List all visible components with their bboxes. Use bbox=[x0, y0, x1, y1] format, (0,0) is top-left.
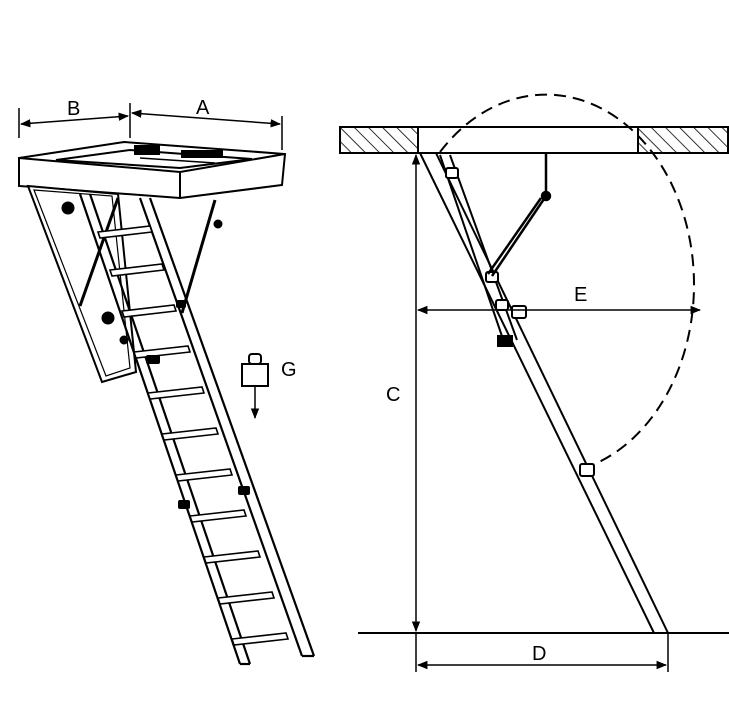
ladder-profile bbox=[419, 152, 669, 634]
dimension-b: B bbox=[18, 98, 131, 138]
dimension-c: C bbox=[386, 153, 421, 633]
label-c: C bbox=[386, 384, 400, 406]
dimension-d: D bbox=[415, 633, 669, 672]
weight-g: G bbox=[241, 353, 297, 420]
side-support-arm bbox=[486, 153, 552, 277]
ladder-perspective-view: B A bbox=[18, 97, 316, 666]
weight-icon bbox=[241, 353, 269, 420]
label-e: E bbox=[574, 284, 587, 306]
dimension-a: A bbox=[130, 97, 283, 150]
swing-arc bbox=[439, 93, 695, 467]
dimension-e: E bbox=[416, 284, 702, 315]
support-arms bbox=[61, 197, 223, 345]
ceiling bbox=[339, 126, 729, 154]
side-hinges bbox=[445, 167, 595, 477]
label-d: D bbox=[532, 643, 546, 665]
label-g: G bbox=[281, 359, 297, 381]
label-a: A bbox=[196, 97, 210, 119]
ladder-side-view: C D E bbox=[339, 93, 729, 672]
hatch-frame bbox=[18, 140, 287, 200]
fold-hinges bbox=[146, 300, 250, 509]
label-b: B bbox=[67, 98, 80, 120]
ladder-rungs bbox=[96, 225, 290, 646]
